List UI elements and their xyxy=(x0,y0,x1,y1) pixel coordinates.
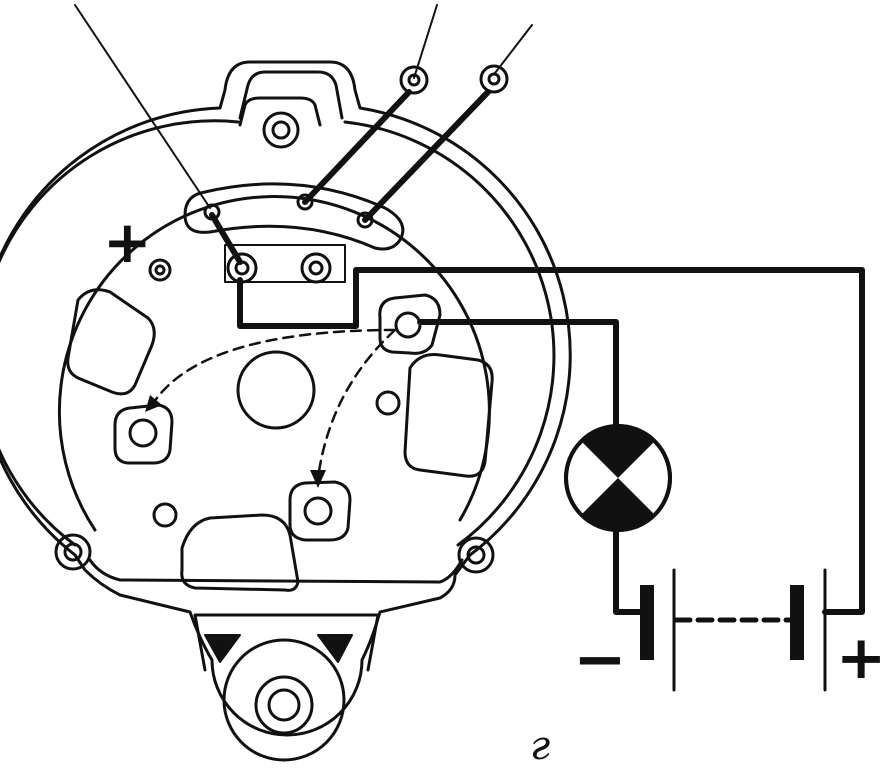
housing-inner-circle-arc xyxy=(57,194,491,532)
housing-nuts xyxy=(54,111,495,574)
vent-right xyxy=(403,353,494,478)
nut-right xyxy=(457,536,495,574)
terminal-pin-2 xyxy=(296,193,314,211)
housing-inner-rim xyxy=(0,70,556,584)
top-post-1 xyxy=(399,65,429,95)
lamp-fill-bottom xyxy=(581,478,655,531)
pad-bottom xyxy=(288,480,352,542)
terminal-pin-3 xyxy=(356,211,374,229)
hole-bottom-left xyxy=(152,502,178,528)
holes xyxy=(148,258,401,528)
hole-left-top-inner xyxy=(154,264,166,276)
housing-outer-contour xyxy=(0,60,572,737)
top-lug xyxy=(238,96,322,127)
bottom-mount-eye-inner xyxy=(254,675,314,735)
centre-hole xyxy=(236,350,316,430)
battery-cell-2-negative xyxy=(790,585,804,660)
wire-post1-to-pin2 xyxy=(302,89,412,205)
lamp-fill-top xyxy=(581,425,655,478)
leader-line-3 xyxy=(494,24,533,74)
arrowhead-bottom xyxy=(310,470,326,488)
arrowhead-left xyxy=(145,395,162,412)
hole-right-mid xyxy=(375,390,401,416)
top-post-2 xyxy=(479,64,509,94)
dashed-arc-left xyxy=(150,328,397,407)
arrowheads xyxy=(145,395,326,488)
dashed-connections xyxy=(150,328,397,480)
bottom-mount-arms xyxy=(193,613,380,672)
dashed-arc-bottom xyxy=(316,328,397,480)
figure-letter: г xyxy=(530,723,551,769)
wire-lamp-to-battery-minus xyxy=(613,527,645,615)
wire-brush-to-battery-plus xyxy=(237,267,865,615)
wire-pin1-to-brush xyxy=(209,212,243,265)
wire-post2-to-pin3 xyxy=(362,89,491,223)
battery-plus-label: + xyxy=(836,623,887,693)
bottom-mount-eye-hole xyxy=(267,688,301,722)
terminal-pads xyxy=(113,293,442,542)
bottom-triangle-right xyxy=(317,634,353,663)
top-terminal-posts xyxy=(399,64,509,95)
leader-lines xyxy=(74,4,533,209)
wire-output-to-lamp xyxy=(417,319,619,428)
battery-minus-label: − xyxy=(573,623,627,697)
indicator-lamp xyxy=(564,424,672,532)
ventilation-windows xyxy=(66,288,494,592)
pad-left xyxy=(113,403,174,465)
bottom-triangle-left xyxy=(204,634,241,663)
housing-plus-terminal-label: + xyxy=(103,208,152,276)
bottom-mount-eye-outer xyxy=(222,638,346,762)
battery xyxy=(640,568,827,692)
nut-top xyxy=(262,111,300,149)
brush-holder-nut-right xyxy=(300,252,332,284)
brush-holder xyxy=(224,244,346,284)
leader-line-1 xyxy=(74,4,211,209)
leader-line-2 xyxy=(413,4,438,79)
battery-cell-1-negative xyxy=(640,585,654,660)
generator-housing xyxy=(0,60,572,762)
nut-left xyxy=(54,533,92,571)
thick-wires xyxy=(209,89,865,615)
hole-left-top xyxy=(148,258,172,282)
vent-bottom xyxy=(180,513,300,592)
vent-left xyxy=(66,288,156,396)
